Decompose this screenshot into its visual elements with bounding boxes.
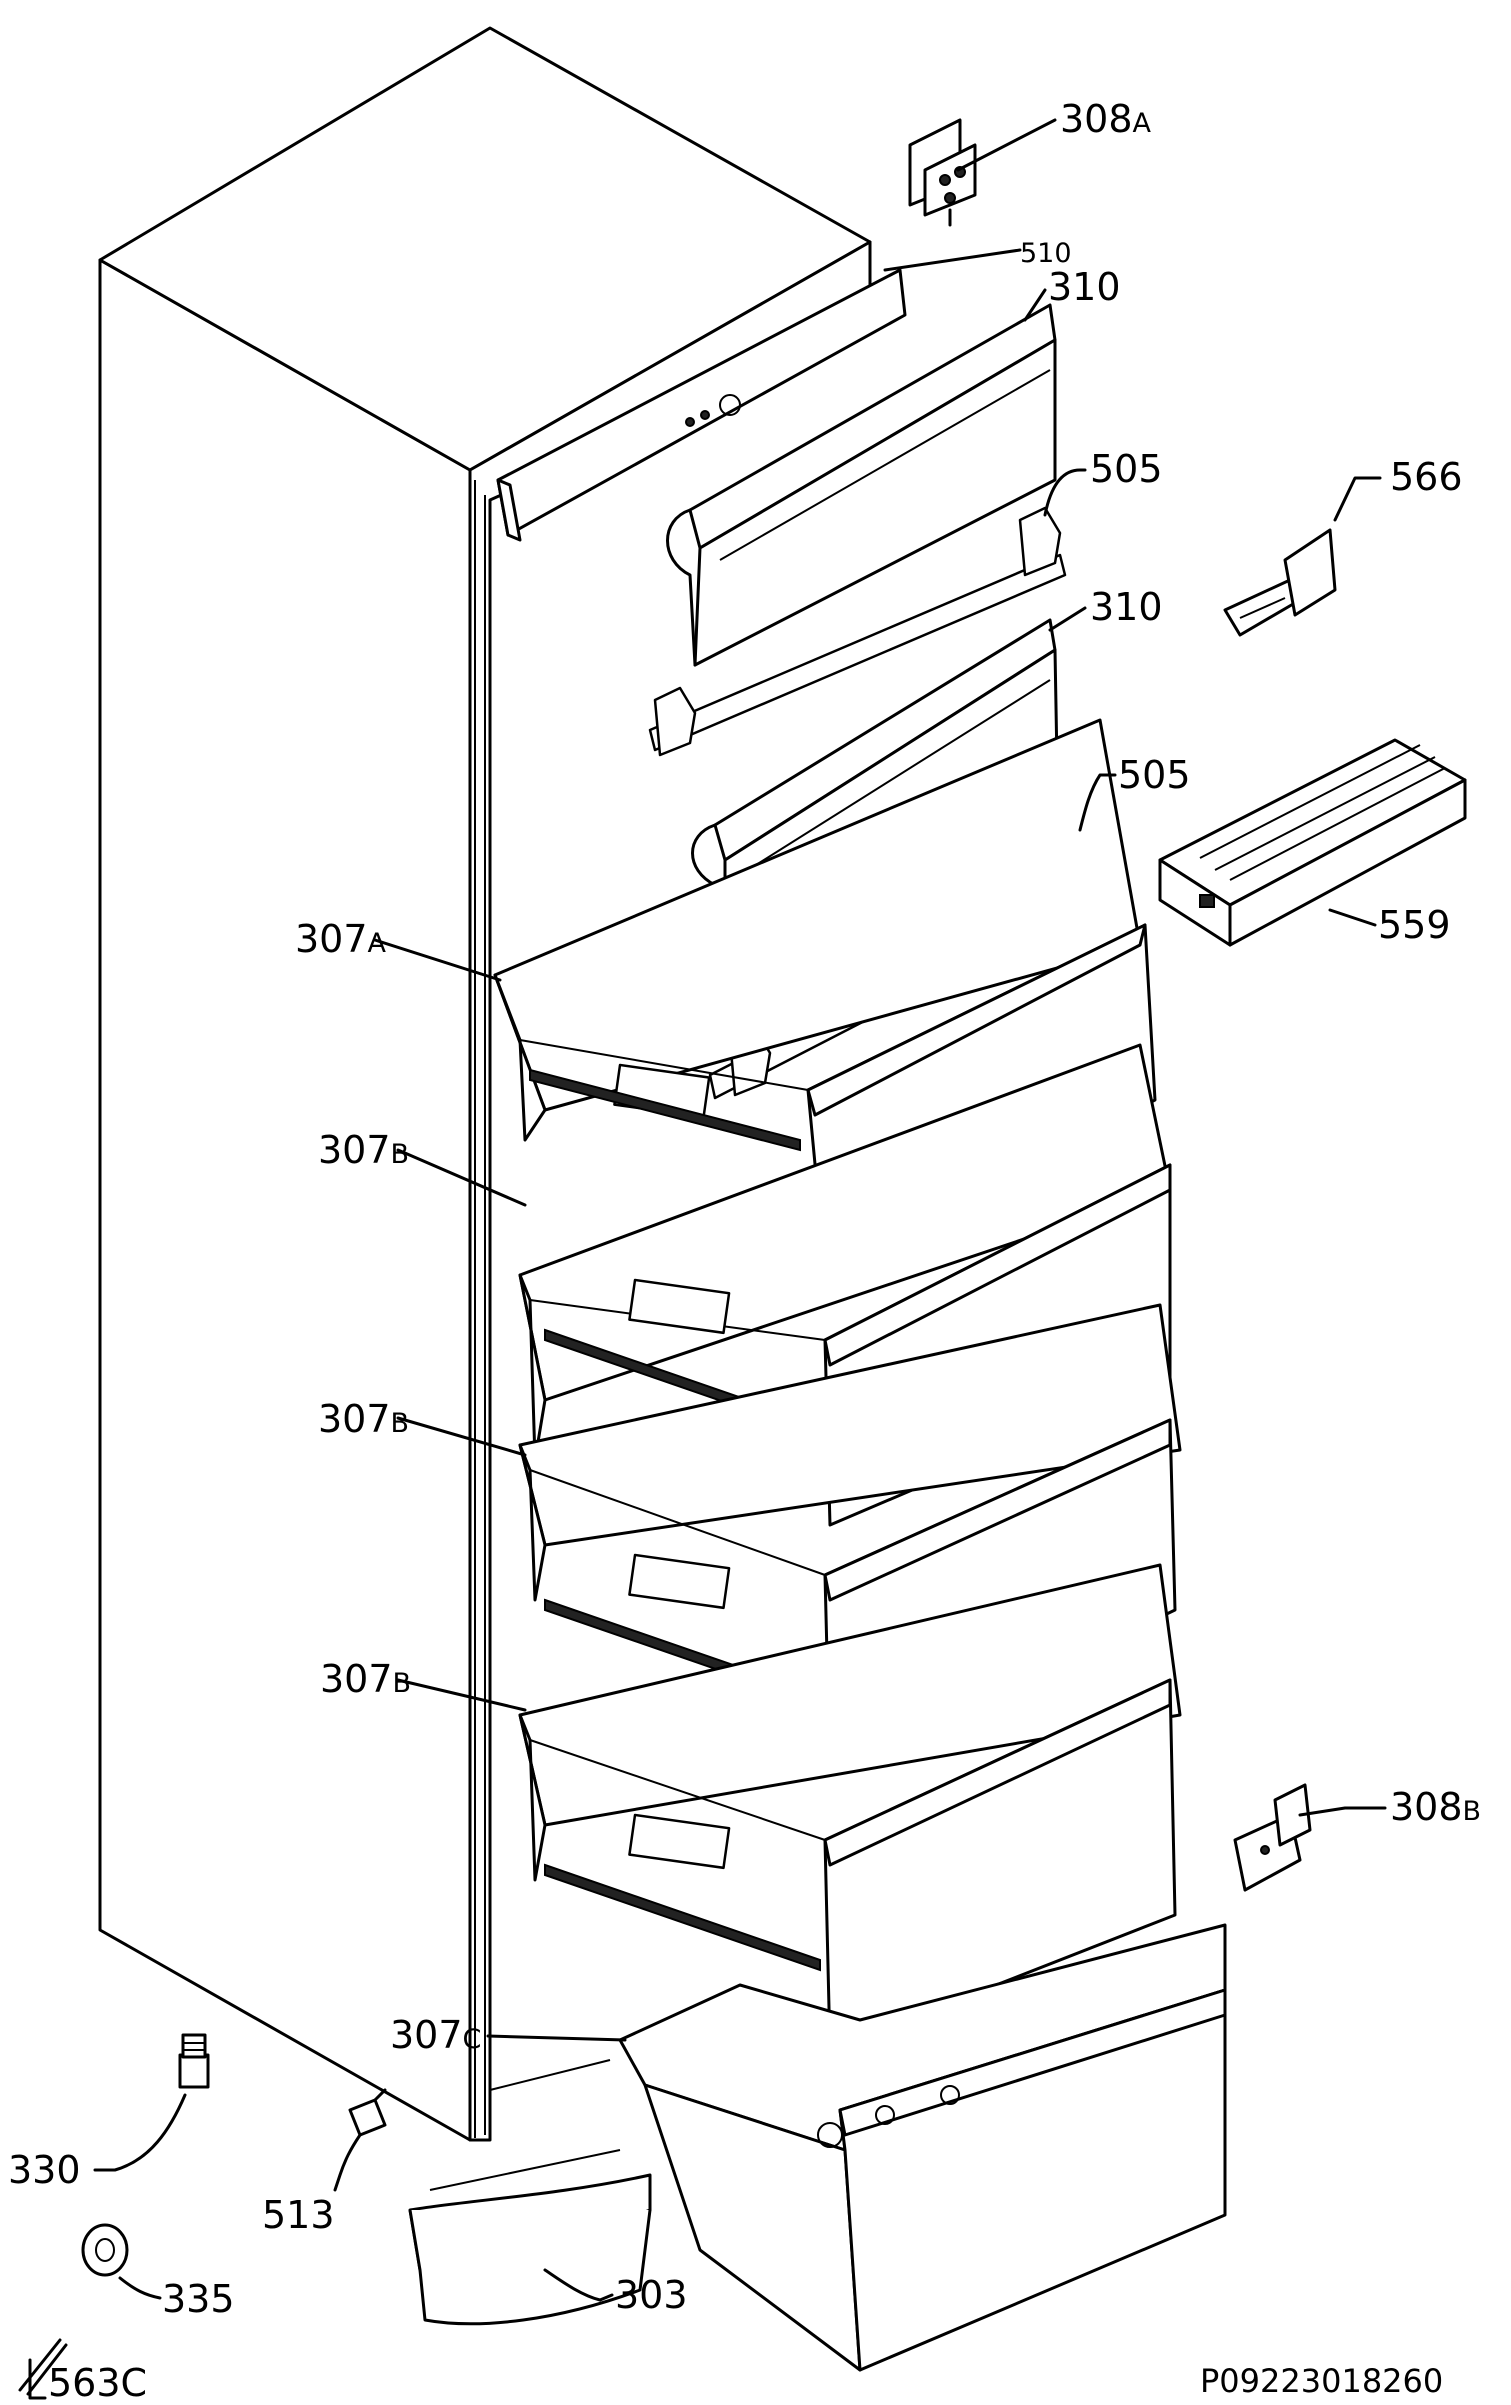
clip-513 bbox=[348, 2088, 387, 2137]
label-330: 330 bbox=[8, 2148, 81, 2192]
label-513: 513 bbox=[262, 2193, 335, 2237]
label-510: 510 bbox=[1020, 238, 1072, 269]
control-panel-510 bbox=[496, 268, 907, 542]
label-303: 303 bbox=[615, 2273, 688, 2317]
label-308a: 308A bbox=[1060, 97, 1152, 141]
label-310-mid: 310 bbox=[1090, 585, 1163, 629]
shelf-support-505-top bbox=[648, 506, 1067, 757]
drawer-307c bbox=[618, 1923, 1227, 2372]
label-505-mid: 505 bbox=[1118, 753, 1191, 797]
label-307b-2: 307B bbox=[318, 1397, 409, 1441]
hinge-308a bbox=[908, 118, 977, 227]
foot-330 bbox=[178, 2033, 210, 2089]
drawing-code: P09223018260 bbox=[1200, 2362, 1443, 2400]
label-566: 566 bbox=[1390, 455, 1463, 499]
label-308b: 308B bbox=[1390, 1785, 1481, 1829]
label-307c: 307C bbox=[390, 2013, 481, 2057]
label-307b-3: 307B bbox=[320, 1657, 411, 1701]
ice-tray-559 bbox=[1158, 738, 1467, 947]
wheel-335 bbox=[81, 2223, 129, 2277]
label-335: 335 bbox=[162, 2277, 235, 2321]
pin-563c bbox=[18, 2338, 68, 2396]
label-559: 559 bbox=[1378, 903, 1451, 947]
clip-566 bbox=[1223, 528, 1337, 637]
freezer-cabinet bbox=[98, 26, 872, 2142]
hinge-308b bbox=[1233, 1783, 1312, 1892]
label-563c: 563C bbox=[48, 2361, 147, 2400]
callout-labels: 308A 510 310 505 566 310 505 559 307A 30… bbox=[8, 97, 1481, 2405]
drawer-307b-3 bbox=[518, 1563, 1182, 2052]
label-307b-1: 307B bbox=[318, 1128, 409, 1172]
leader-lines bbox=[28, 118, 1387, 2400]
door-shelf-310-top bbox=[666, 303, 1057, 667]
plinth-cover-303 bbox=[408, 2149, 652, 2326]
label-505-top: 505 bbox=[1090, 447, 1163, 491]
label-307a: 307A bbox=[295, 917, 387, 961]
label-310-top: 310 bbox=[1048, 265, 1121, 309]
